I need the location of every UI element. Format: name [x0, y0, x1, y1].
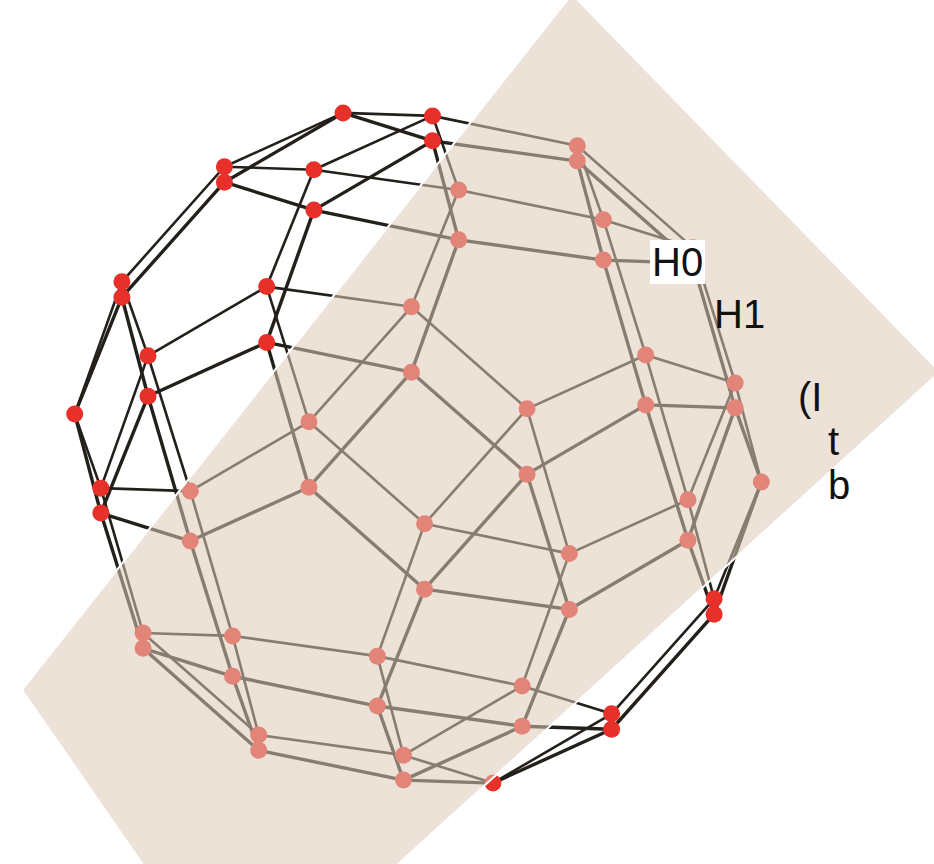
polyhedron-edge — [267, 210, 314, 342]
vertex-dot — [113, 273, 130, 290]
vertex-dot — [258, 278, 275, 295]
polyhedron-edge — [101, 396, 148, 513]
polyhedron-edge — [148, 287, 267, 356]
vertex-dot — [706, 606, 723, 623]
vertex-dot — [92, 505, 109, 522]
vertex-dot — [140, 388, 157, 405]
vertex-dot — [66, 406, 83, 423]
polyhedron-edge — [75, 297, 122, 414]
vertex-dot — [216, 174, 233, 191]
plane-label: H1 — [712, 292, 767, 336]
vertex-dot — [113, 289, 130, 306]
polyhedron-edge — [75, 414, 101, 513]
plane-label: H0 — [650, 240, 705, 284]
polyhedron-edge — [224, 113, 343, 182]
vertex-dot — [92, 480, 109, 497]
vertex-dot — [305, 202, 322, 219]
vertex-dot — [305, 161, 322, 178]
vertex-dot — [706, 590, 723, 607]
plane-label: (I — [796, 375, 824, 419]
vertex-dot — [603, 705, 620, 722]
vertex-dot — [258, 334, 275, 351]
polyhedron-edge — [122, 297, 148, 396]
polyhedron-edge — [122, 167, 225, 282]
polyhedron-edge — [343, 113, 432, 141]
plane-label: t — [826, 419, 841, 463]
polyhedron-edge — [148, 342, 267, 396]
vertex-dot — [424, 107, 441, 124]
vertex-dot — [335, 104, 352, 121]
cutting-plane — [22, 0, 934, 864]
vertex-dot — [603, 721, 620, 738]
polyhedron-edge — [122, 182, 225, 297]
vertex-dot — [216, 158, 233, 175]
vertex-dot — [140, 347, 157, 364]
plane-label: b — [826, 463, 852, 507]
vertex-dot — [424, 132, 441, 149]
polyhedron-edge — [224, 113, 343, 167]
polyhedron-edge — [224, 182, 313, 210]
polyhedron-edge — [224, 167, 313, 170]
